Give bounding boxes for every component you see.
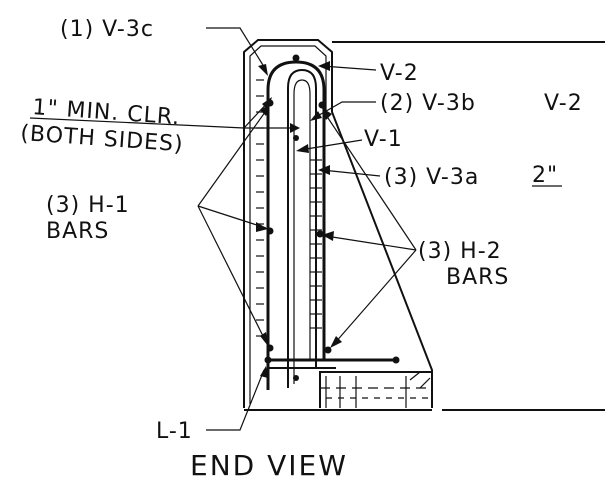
l1-dot — [264, 356, 272, 364]
labels: (1) V-3c V-2 (2) V-3b V-2 1" MIN. CLR. (… — [20, 17, 583, 482]
min-clr-arrow-2 — [290, 123, 300, 133]
l1-leader — [206, 369, 265, 431]
h1-arrow-mid — [256, 222, 268, 232]
leader-lines — [29, 27, 562, 431]
h2-leader-bottom — [333, 249, 417, 345]
barrier-outer-outline — [243, 39, 433, 408]
h1-arrow-bottom — [260, 332, 268, 346]
h1-leader-mid — [197, 205, 267, 229]
label-h2-line2: BARS — [446, 265, 509, 290]
l1-arrow — [260, 366, 268, 378]
h1-bar-dot-mid — [266, 227, 274, 235]
v1-arrow — [296, 144, 309, 153]
base-dot — [293, 375, 299, 381]
min-clr-underline — [29, 117, 245, 129]
h1-leader-bottom — [197, 205, 267, 343]
v3c-leader — [206, 27, 267, 71]
label-h1-line2: BARS — [46, 219, 109, 244]
label-v3a: (3) V-3a — [384, 165, 479, 190]
base-step-outline — [319, 371, 432, 408]
drawing-title: END VIEW — [190, 449, 348, 482]
h2-arrow-mid — [322, 231, 334, 241]
min-clr-arrow-1 — [262, 97, 272, 110]
top-bar-dot — [292, 54, 300, 62]
v3-bar — [293, 79, 311, 384]
concrete-outline — [243, 39, 605, 411]
v2-bar — [266, 60, 326, 390]
h2-bar-dot-top — [318, 101, 326, 109]
h1-leader-top — [197, 107, 269, 207]
v3a-leader — [321, 169, 381, 177]
right-bar-dot — [392, 356, 400, 364]
base-hatch-1 — [409, 371, 421, 381]
h2-arrow-top — [322, 108, 332, 120]
h2-bar-dot-bottom — [324, 346, 332, 354]
v1-leader — [299, 139, 363, 151]
label-v2: V-2 — [380, 61, 419, 86]
h1-arrow-top — [260, 104, 270, 116]
label-h2-line1: (3) H-2 — [418, 239, 502, 264]
base-hatch-2 — [419, 377, 431, 389]
v2-leader — [321, 65, 377, 71]
v1-bar — [287, 68, 317, 388]
h2-leader-top — [323, 111, 417, 251]
label-h1-line1: (3) H-1 — [46, 193, 130, 218]
v3a-arrow — [318, 165, 330, 175]
v3c-arrow — [258, 64, 268, 76]
h2-arrow-bottom — [330, 336, 342, 348]
label-two-inch: 2" — [532, 163, 558, 188]
label-l1: L-1 — [156, 419, 193, 444]
label-v1: V-1 — [364, 127, 403, 152]
label-v3b: (2) V-3b — [380, 91, 476, 116]
rebar-group — [264, 54, 400, 390]
label-v2-right: V-2 — [544, 91, 583, 116]
h2-bar-dot-mid — [316, 230, 324, 238]
h2-leader-mid — [325, 235, 417, 251]
h1-bar-dot-bottom — [266, 344, 274, 352]
v2-arrow — [318, 61, 330, 71]
label-v3c: (1) V-3c — [60, 17, 154, 42]
inner-bar-dot — [293, 135, 299, 141]
v3b-leader — [313, 101, 376, 119]
v3b-arrow — [310, 111, 322, 121]
